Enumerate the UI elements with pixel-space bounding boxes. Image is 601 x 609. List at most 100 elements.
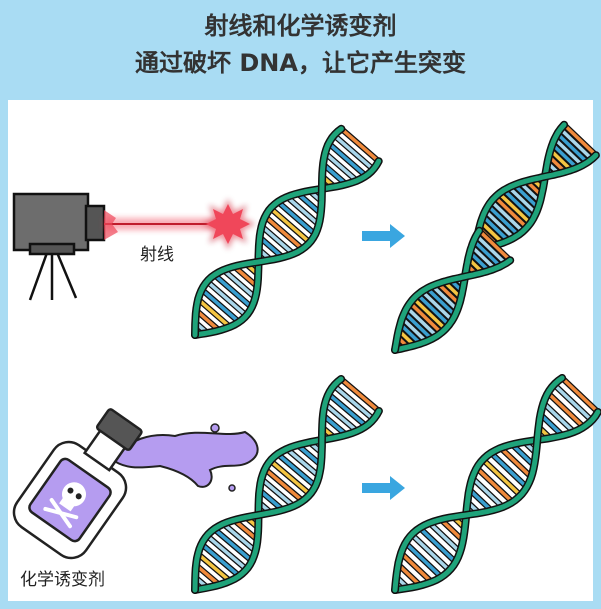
- dna-base-pair: [323, 402, 359, 433]
- spilled-liquid-icon: [108, 423, 259, 492]
- dna-base-pair: [276, 452, 317, 488]
- dna-base-pair: [552, 383, 593, 422]
- mutated-dna-icon: [391, 374, 601, 594]
- radiation-label: 射线: [140, 245, 174, 265]
- title-line-2: 通过破坏 DNA，让它产生突变: [135, 49, 466, 77]
- arrow-right-icon: [362, 224, 405, 248]
- dna-base-pair: [321, 413, 348, 437]
- dna-base-pair: [269, 207, 311, 244]
- dna-base-pair: [408, 301, 443, 335]
- dna-base-pair: [285, 447, 321, 478]
- dna-base-pair: [556, 132, 589, 164]
- dna-strand: [474, 152, 599, 244]
- dna-base-pair: [232, 518, 259, 542]
- dna-base-pair: [260, 477, 295, 508]
- dna-base-pair: [502, 188, 535, 220]
- dna-strand: [192, 376, 344, 593]
- dna-base-pair: [542, 401, 576, 434]
- dna-helix-icon: [191, 124, 383, 339]
- dna-base-pair: [439, 518, 465, 542]
- dna-strand: [392, 409, 601, 593]
- dna-base-pair: [276, 200, 317, 236]
- dna-base-pair: [484, 209, 515, 240]
- dna-base-pair: [403, 311, 433, 341]
- dna-base-pair: [428, 521, 462, 554]
- dna-base-pair: [222, 522, 257, 553]
- dna-base-pair: [404, 541, 443, 579]
- dna-base-pair: [399, 551, 433, 584]
- dna-base-pair: [396, 563, 422, 587]
- dna-base-pair: [200, 542, 241, 578]
- dna-base-pair: [539, 413, 564, 437]
- dna-base-pair: [405, 306, 438, 338]
- dna-base-pair: [436, 282, 461, 306]
- dna-base-pair: [321, 162, 348, 186]
- dna-base-pair: [197, 297, 232, 329]
- dna-base-pair: [194, 563, 221, 587]
- dna-base-pair: [416, 293, 451, 327]
- dna-base-pair: [472, 239, 502, 268]
- dna-base-pair: [285, 195, 320, 226]
- dna-base-pair: [340, 127, 380, 163]
- dna-base-pair: [332, 133, 375, 171]
- title-line-1: 射线和化学诱变剂: [204, 12, 397, 40]
- dna-base-pair: [479, 220, 504, 245]
- broken-dna-icon: [391, 226, 515, 354]
- dna-base-pair: [507, 186, 538, 215]
- dna-base-pair: [490, 200, 525, 233]
- broken-dna-icon: [472, 120, 600, 252]
- dna-base-pair: [493, 195, 529, 229]
- impact-burst-icon: [203, 198, 256, 250]
- dna-base-pair: [258, 235, 284, 259]
- dna-base-pair: [420, 290, 454, 322]
- dna-strand: [392, 375, 565, 593]
- dna-base-pair: [549, 148, 573, 172]
- dna-base-pair: [410, 533, 451, 572]
- dna-base-pair: [489, 451, 528, 489]
- dna-base-pair: [475, 466, 514, 504]
- dna-strand: [192, 408, 382, 593]
- dna-base-pair: [481, 458, 522, 497]
- dna-base-pair: [327, 392, 368, 428]
- dna-base-pair: [418, 526, 457, 564]
- dna-base-pair: [327, 142, 368, 178]
- poison-bottle-icon: [12, 408, 143, 560]
- dna-base-pair: [263, 467, 304, 503]
- dna-base-pair: [233, 265, 259, 288]
- dna-base-pair: [339, 377, 381, 413]
- radiation-emitter-icon: [12, 192, 106, 301]
- dna-base-pair: [486, 204, 520, 237]
- dna-base-pair: [478, 229, 512, 262]
- skull-icon: [43, 482, 87, 529]
- dna-base-pair: [332, 384, 375, 421]
- dna-base-pair: [562, 123, 598, 157]
- dna-base-pair: [196, 552, 232, 583]
- dna-base-pair: [205, 280, 248, 317]
- dna-base-pair: [481, 215, 510, 242]
- dna-helix-icon: [191, 375, 383, 594]
- dna-base-pair: [269, 459, 312, 496]
- dna-base-pair: [510, 443, 536, 467]
- dna-base-pair: [560, 376, 600, 414]
- dna-base-pair: [471, 476, 504, 509]
- dna-base-pair: [498, 192, 532, 225]
- dna-base-pair: [513, 183, 540, 209]
- dna-strand: [481, 122, 567, 251]
- dna-strand: [392, 257, 513, 353]
- dna-base-pair: [200, 288, 241, 324]
- dna-base-pair: [475, 234, 507, 265]
- dna-base-pair: [412, 297, 447, 331]
- dna-base-pair: [551, 143, 579, 170]
- dna-base-pair: [399, 323, 422, 345]
- dna-base-pair: [264, 215, 304, 251]
- dna-base-pair: [195, 309, 221, 332]
- dna-base-pair: [546, 391, 585, 429]
- dna-base-pair: [205, 534, 248, 571]
- dna-base-pair: [296, 192, 322, 215]
- dna-base-pair: [431, 284, 459, 311]
- dna-strand: [192, 126, 344, 338]
- arrow-right-icon: [362, 476, 405, 500]
- chemical-mutagen-label: 化学诱变剂: [20, 570, 105, 590]
- dna-base-pair: [425, 287, 457, 317]
- dna-base-pair: [258, 488, 284, 512]
